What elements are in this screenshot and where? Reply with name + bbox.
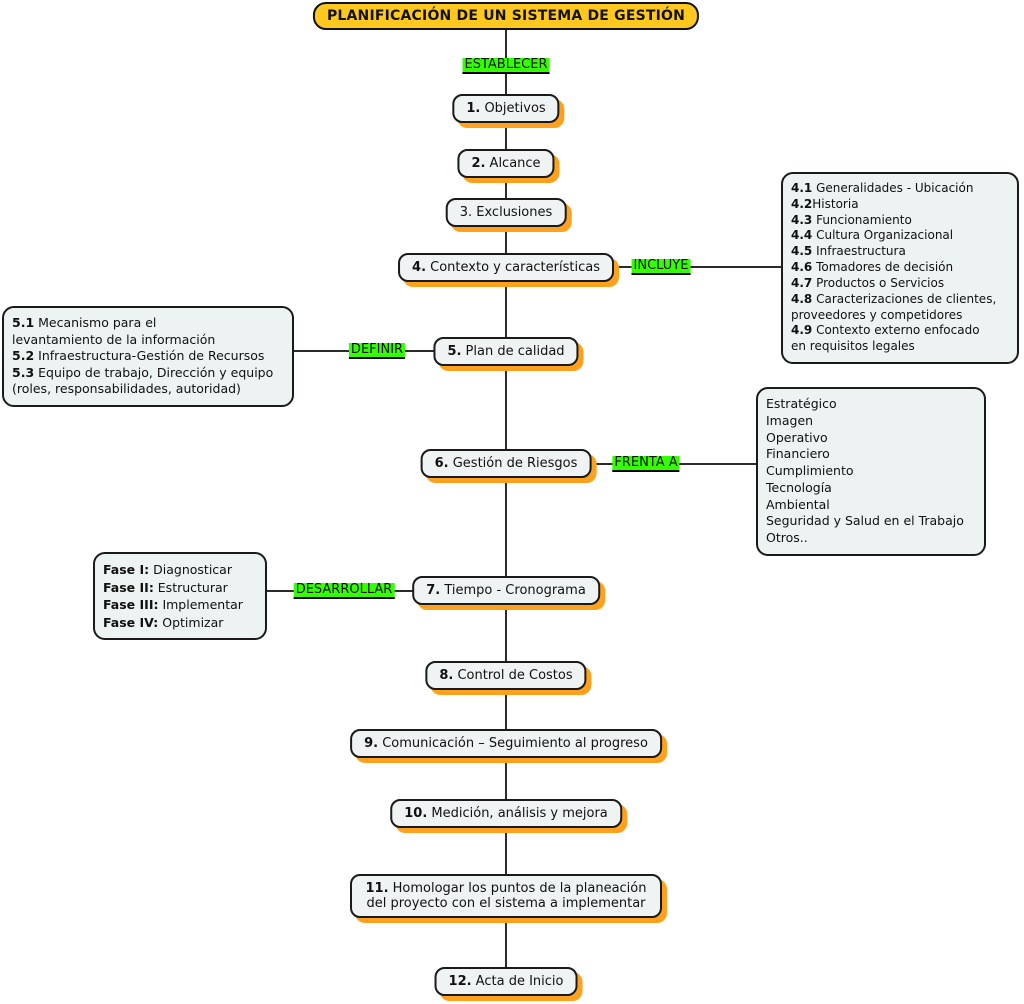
node-label: Comunicación – Seguimiento al progreso [378, 736, 648, 751]
info-item: 4.1 Generalidades - Ubicación [791, 181, 974, 195]
node-label: Homologar los puntos de la planeación de… [366, 881, 647, 911]
connector-label-establecer: ESTABLECER [462, 57, 550, 75]
node-alcance: 2. Alcance [457, 149, 555, 178]
node-control-de-costos: 8. Control de Costos [425, 661, 587, 690]
info-item: Otros.. [766, 530, 808, 545]
node-acta-de-inicio: 12. Acta de Inicio [434, 967, 578, 996]
info-item: 4.3 Funcionamiento [791, 212, 912, 227]
node-number: 10. [404, 806, 428, 821]
connector-label-frenta-a: FRENTA A [612, 455, 680, 473]
node-exclusiones: 3. Exclusiones [445, 198, 567, 227]
node-number: 8. [439, 668, 454, 683]
info-item: 4.5 Infraestructura [791, 244, 906, 259]
info-item: Tecnología [766, 479, 832, 495]
node-label: Objetivos [480, 101, 546, 116]
node-number: 11. [365, 881, 389, 896]
connector-label-incluye: INCLUYE [631, 258, 691, 276]
info-item: Fase III: Implementar [103, 597, 243, 612]
info-item: Seguridad y Salud en el Trabajo [766, 513, 964, 529]
node-comunicacion-seguimiento: 9. Comunicación – Seguimiento al progres… [350, 729, 662, 758]
info-item: 4.6 Tomadores de decisión [791, 260, 954, 275]
node-number: 1. [466, 101, 481, 116]
infobox-contexto-detalles: 4.1 Generalidades - Ubicación 4.2Histori… [781, 172, 1019, 365]
node-number: 7. [426, 583, 441, 598]
info-item: Fase I: Diagnosticar [103, 562, 232, 577]
info-item: 5.2 Infraestructura-Gestión de Recursos [12, 348, 265, 363]
info-item: Ambiental [766, 496, 830, 512]
info-item: Fase II: Estructurar [103, 579, 228, 595]
node-label: Acta de Inicio [471, 974, 564, 989]
node-label: Gestión de Riesgos [448, 456, 578, 471]
node-label: Tiempo - Cronograma [440, 583, 586, 598]
info-item: Estratégico [766, 396, 837, 411]
infobox-tipos-de-riesgo: Estratégico Imagen Operativo Financiero … [756, 387, 986, 556]
node-medicion-analisis-mejora: 10. Medición, análisis y mejora [390, 799, 622, 828]
node-label: Plan de calidad [461, 344, 565, 359]
node-number: 6. [434, 456, 449, 471]
info-item: 5.1 Mecanismo para el levantamiento de l… [12, 315, 216, 347]
diagram-title: PLANIFICACIÓN DE UN SISTEMA DE GESTIÓN [312, 2, 700, 30]
info-item: Financiero [766, 446, 830, 462]
info-item: 4.8 Caracterizaciones de clientes, prove… [791, 291, 997, 322]
connector-label-desarrollar: DESARROLLAR [293, 582, 395, 600]
info-item: Operativo [766, 429, 828, 445]
node-label: Alcance [485, 156, 541, 171]
info-item: 5.3 Equipo de trabajo, Dirección y equip… [12, 364, 274, 397]
connector-line-spine [505, 30, 507, 968]
node-number: 9. [364, 736, 379, 751]
node-number: 5. [447, 344, 462, 359]
info-item: Cumplimiento [766, 463, 854, 478]
node-number: 12. [448, 974, 472, 989]
node-contexto-caracteristicas: 4. Contexto y características [398, 253, 614, 282]
info-item: 4.7 Productos o Servicios [791, 275, 945, 290]
connector-label-definir: DEFINIR [348, 342, 406, 360]
info-item: Fase IV: Optimizar [103, 614, 224, 630]
node-number: 2. [471, 156, 486, 171]
node-label: Control de Costos [453, 668, 573, 683]
node-label: Contexto y características [426, 260, 600, 275]
node-number: 3. [459, 205, 473, 220]
info-item: 4.9 Contexto externo enfocado en requisi… [791, 323, 980, 354]
node-label: Medición, análisis y mejora [427, 806, 608, 821]
info-item: Imagen [766, 412, 814, 428]
node-gestion-de-riesgos: 6. Gestión de Riesgos [420, 449, 592, 478]
info-item: 4.2Historia [791, 196, 859, 211]
node-plan-de-calidad: 5. Plan de calidad [433, 337, 579, 366]
info-item: 4.4 Cultura Organizacional [791, 228, 954, 243]
node-number: 4. [412, 260, 427, 275]
infobox-plan-calidad-detalles: 5.1 Mecanismo para el levantamiento de l… [2, 306, 294, 407]
node-tiempo-cronograma: 7. Tiempo - Cronograma [412, 576, 600, 605]
node-objetivos: 1. Objetivos [452, 94, 560, 123]
infobox-fases: Fase I: Diagnosticar Fase II: Estructura… [93, 552, 267, 640]
node-homologar-puntos: 11. Homologar los puntos de la planeació… [350, 874, 662, 918]
node-label: Exclusiones [472, 205, 553, 220]
